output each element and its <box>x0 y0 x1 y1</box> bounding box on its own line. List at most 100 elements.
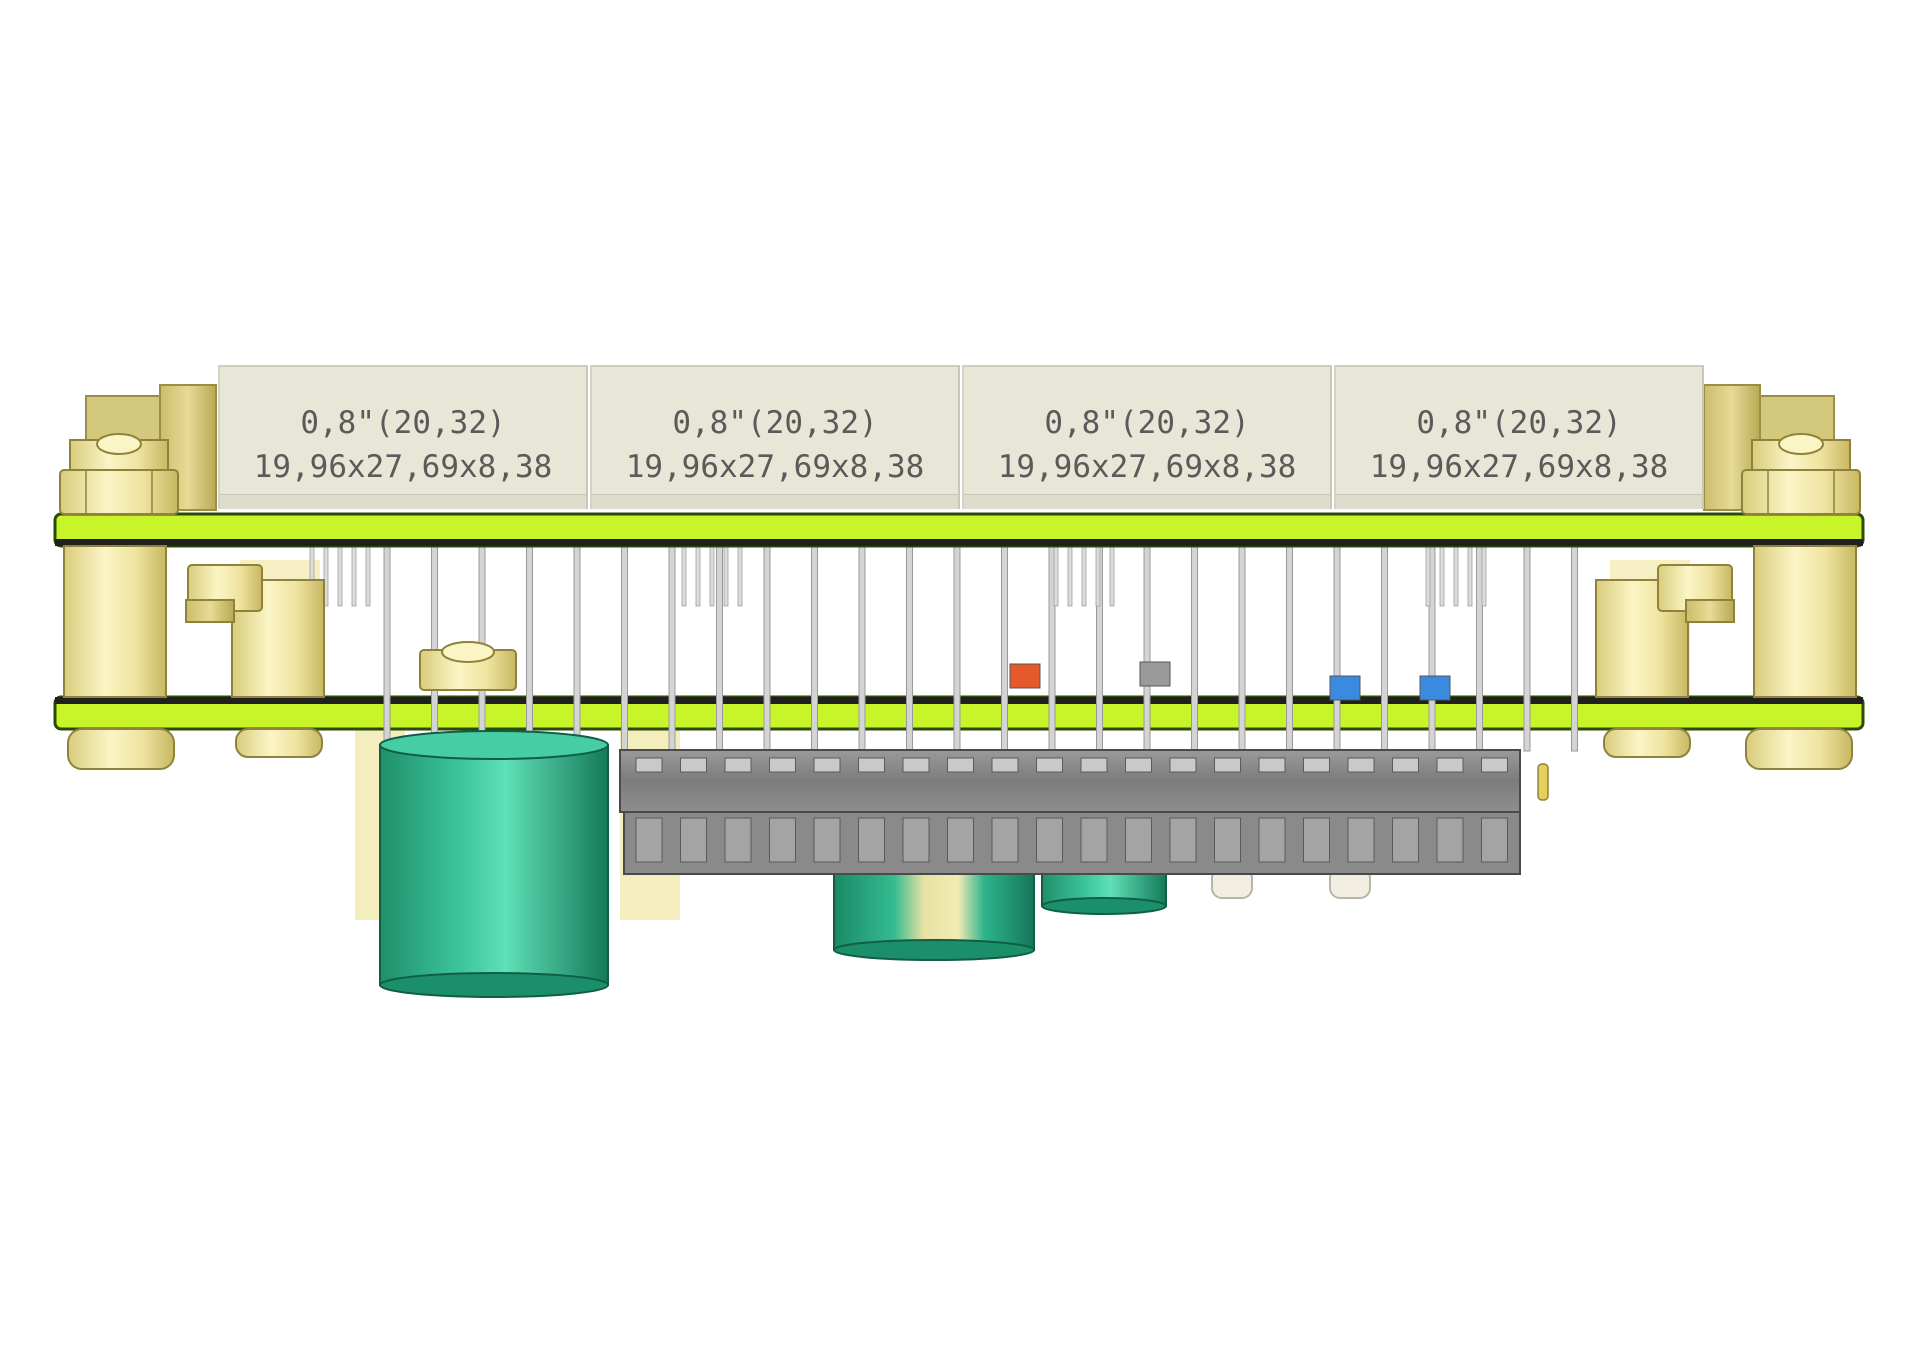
pin <box>811 545 818 752</box>
smd-part <box>1419 675 1451 701</box>
header-pins <box>309 545 1578 752</box>
pin <box>858 545 866 752</box>
header-socket-lower <box>1481 817 1508 863</box>
header-socket-lower <box>858 817 885 863</box>
pin <box>763 545 771 752</box>
pin <box>1476 545 1483 752</box>
header-socket <box>1125 757 1152 773</box>
header-socket-lower <box>1303 817 1330 863</box>
header-body-top <box>619 749 1521 813</box>
right-inner-nut <box>1657 564 1735 623</box>
short-pin <box>681 545 687 607</box>
header-socket <box>1214 757 1241 773</box>
header-socket-lower <box>947 817 974 863</box>
header-socket <box>769 757 796 773</box>
header-socket-lower <box>1258 817 1286 863</box>
display-module-1: 0,8"(20,32) 19,96x27,69x8,38 <box>218 365 588 509</box>
pin <box>1381 545 1388 752</box>
pin <box>1286 545 1293 752</box>
pin <box>716 545 723 752</box>
header-socket-lower <box>1125 817 1152 863</box>
header-socket-lower <box>1036 817 1063 863</box>
header-socket <box>813 757 841 773</box>
header-socket <box>635 757 663 773</box>
header-socket <box>724 757 752 773</box>
header-socket <box>1080 757 1108 773</box>
smd-part <box>1139 661 1171 687</box>
header-socket <box>680 757 707 773</box>
short-pin <box>365 545 371 607</box>
smd-part <box>1329 675 1361 701</box>
short-pin <box>695 545 701 607</box>
header-socket <box>1036 757 1063 773</box>
pin <box>1191 545 1198 752</box>
pin <box>1571 545 1578 752</box>
header-socket-lower <box>724 817 752 863</box>
display-module-4: 0,8"(20,32) 19,96x27,69x8,38 <box>1334 365 1704 509</box>
header-end-pin <box>1537 763 1549 801</box>
pin <box>431 545 438 752</box>
pin <box>573 545 581 752</box>
module-dimensions-label: 19,96x27,69x8,38 <box>1369 449 1669 485</box>
pin <box>1523 545 1531 752</box>
smd-part <box>1009 663 1041 689</box>
pin <box>953 545 961 752</box>
header-socket-lower <box>991 817 1019 863</box>
header-socket <box>1258 757 1286 773</box>
left-bottom-bolt-outer <box>67 728 175 770</box>
right-bottom-bolt-inner <box>1603 728 1691 758</box>
pin <box>383 545 391 752</box>
short-pin <box>337 545 343 607</box>
large-capacitor <box>379 730 609 998</box>
short-pin <box>1095 545 1101 607</box>
header-socket-lower <box>1392 817 1419 863</box>
left-bottom-bolt-inner <box>235 728 323 758</box>
display-module-2: 0,8"(20,32) 19,96x27,69x8,38 <box>590 365 960 509</box>
header-socket-lower <box>680 817 707 863</box>
short-pin <box>1109 545 1115 607</box>
short-pin <box>737 545 743 607</box>
socket-header-strip <box>619 749 1521 875</box>
header-socket-lower <box>1214 817 1241 863</box>
header-socket <box>991 757 1019 773</box>
module-size-label: 0,8"(20,32) <box>1416 405 1622 441</box>
header-socket-lower <box>1347 817 1375 863</box>
pin <box>526 545 533 752</box>
pin <box>1143 545 1151 752</box>
short-pin <box>1481 545 1487 607</box>
left-top-nut <box>59 433 179 515</box>
pin <box>668 545 676 752</box>
right-top-nut <box>1741 433 1861 515</box>
header-socket <box>1436 757 1464 773</box>
pin <box>1001 545 1008 752</box>
header-socket <box>902 757 930 773</box>
pin <box>1238 545 1246 752</box>
header-socket-lower <box>769 817 796 863</box>
module-size-label: 0,8"(20,32) <box>672 405 878 441</box>
header-socket-lower <box>1169 817 1197 863</box>
display-module-3: 0,8"(20,32) 19,96x27,69x8,38 <box>962 365 1332 509</box>
header-socket <box>1392 757 1419 773</box>
short-pin <box>1067 545 1073 607</box>
left-standoff <box>63 545 167 698</box>
header-socket <box>1347 757 1375 773</box>
module-size-label: 0,8"(20,32) <box>300 405 506 441</box>
short-pin <box>1053 545 1059 607</box>
module-dimensions-label: 19,96x27,69x8,38 <box>997 449 1297 485</box>
header-socket <box>1303 757 1330 773</box>
header-socket-lower <box>1436 817 1464 863</box>
header-socket <box>1169 757 1197 773</box>
header-body-bottom <box>623 811 1521 875</box>
pin <box>1333 545 1341 752</box>
short-pin <box>709 545 715 607</box>
module-dimensions-label: 19,96x27,69x8,38 <box>625 449 925 485</box>
short-pin <box>351 545 357 607</box>
header-socket-lower <box>635 817 663 863</box>
short-pin <box>1467 545 1473 607</box>
short-pin <box>1081 545 1087 607</box>
module-size-label: 0,8"(20,32) <box>1044 405 1250 441</box>
header-socket-lower <box>813 817 841 863</box>
header-socket-lower <box>1080 817 1108 863</box>
header-socket-lower <box>902 817 930 863</box>
